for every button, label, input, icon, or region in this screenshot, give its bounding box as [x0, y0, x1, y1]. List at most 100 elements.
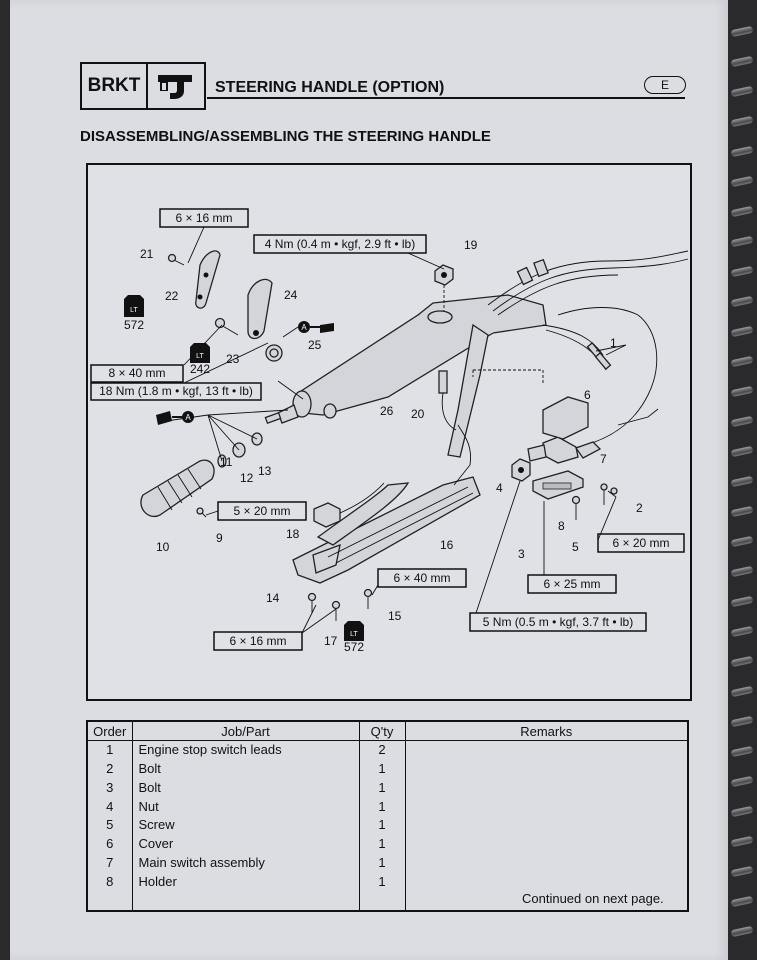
binding-coil — [730, 445, 754, 458]
bolt-23-part — [214, 317, 239, 336]
binding-coil — [730, 325, 754, 338]
holder-part — [532, 470, 584, 500]
svg-text:26: 26 — [380, 404, 394, 418]
svg-text:8 × 40 mm: 8 × 40 mm — [108, 366, 165, 380]
continued-note: Continued on next page. — [522, 891, 664, 906]
binding-coil — [730, 565, 754, 578]
spec-box-6x25: 6 × 25 mm — [527, 574, 617, 594]
bolt-21-part — [167, 253, 185, 266]
binding-coil — [730, 385, 754, 398]
binding-coil — [730, 115, 754, 128]
binding-coil — [730, 85, 754, 98]
svg-text:6: 6 — [584, 388, 591, 402]
svg-text:18 Nm (1.8 m • kgf, 13 ft • lb: 18 Nm (1.8 m • kgf, 13 ft • lb) — [99, 384, 253, 398]
binding-coil — [730, 835, 754, 848]
svg-text:5 × 20 mm: 5 × 20 mm — [233, 504, 290, 518]
spec-box-6x20: 6 × 20 mm — [597, 533, 685, 553]
svg-text:22: 22 — [165, 289, 179, 303]
svg-text:7: 7 — [600, 452, 607, 466]
svg-text:1: 1 — [610, 336, 617, 350]
svg-text:LT: LT — [130, 307, 138, 314]
svg-text:16: 16 — [440, 538, 454, 552]
spec-box-6x16-upper: 6 × 16 mm — [159, 208, 249, 228]
col-header-order: Order — [86, 720, 133, 741]
svg-text:17: 17 — [324, 634, 338, 648]
screw-9-part — [196, 507, 207, 518]
svg-text:3: 3 — [518, 547, 525, 561]
spec-box-torque-19: 4 Nm (0.4 m • kgf, 2.9 ft • lb) — [253, 234, 427, 254]
svg-text:23: 23 — [226, 352, 240, 366]
binding-coil — [730, 175, 754, 188]
binding-coil — [730, 715, 754, 728]
lead-20-part — [438, 370, 457, 431]
cover-part — [542, 396, 589, 440]
language-badge: E — [644, 76, 686, 94]
main-switch-assembly-part — [527, 436, 602, 464]
grease-applicator-icon-upper: A — [282, 321, 334, 338]
binding-coil — [730, 55, 754, 68]
svg-text:5 Nm (0.5 m • kgf, 3.7 ft • lb: 5 Nm (0.5 m • kgf, 3.7 ft • lb) — [483, 615, 633, 629]
svg-text:2: 2 — [636, 501, 643, 515]
svg-text:11: 11 — [220, 455, 233, 469]
binding-coil — [730, 625, 754, 638]
col-header-job: Job/Part — [131, 720, 360, 741]
svg-text:19: 19 — [464, 238, 478, 252]
svg-text:18: 18 — [286, 527, 300, 541]
svg-text:LT: LT — [196, 353, 204, 360]
binding-coil — [730, 775, 754, 788]
binding-coil — [730, 355, 754, 368]
binding-coil — [730, 25, 754, 38]
binding-coil — [730, 295, 754, 308]
svg-text:25: 25 — [308, 338, 322, 352]
svg-text:9: 9 — [216, 531, 223, 545]
nut-19-part — [434, 264, 454, 311]
binding-coil — [730, 865, 754, 878]
lever-24-part — [247, 278, 273, 340]
svg-text:A: A — [301, 323, 307, 332]
svg-text:4 Nm (0.4 m • kgf, 2.9 ft • lb: 4 Nm (0.4 m • kgf, 2.9 ft • lb) — [265, 237, 415, 251]
binding-coil — [730, 475, 754, 488]
svg-text:6 × 16 mm: 6 × 16 mm — [229, 634, 286, 648]
spec-box-6x40: 6 × 40 mm — [377, 568, 467, 588]
bolts-lower — [307, 588, 373, 621]
cap-25-part — [265, 344, 283, 362]
lever-22-part — [195, 250, 221, 309]
binding-coil — [730, 265, 754, 278]
svg-text:8: 8 — [558, 519, 565, 533]
table-row-blank — [86, 891, 689, 911]
binding-coil — [730, 535, 754, 548]
grease-applicator-icon-lower: A — [156, 411, 194, 425]
switch-part-18 — [313, 482, 385, 528]
binding-coil — [730, 925, 754, 938]
binding-coil — [730, 595, 754, 608]
svg-text:6 × 20 mm: 6 × 20 mm — [612, 536, 669, 550]
svg-text:6 × 16 mm: 6 × 16 mm — [175, 211, 232, 225]
page-title: STEERING HANDLE (OPTION) — [215, 79, 445, 96]
col-header-qty: Q'ty — [358, 720, 406, 741]
chapter-tab: BRKT — [80, 62, 206, 110]
svg-text:20: 20 — [411, 407, 425, 421]
spec-box-torque-3: 5 Nm (0.5 m • kgf, 3.7 ft • lb) — [469, 612, 647, 632]
chapter-code: BRKT — [82, 64, 148, 108]
nut-part — [511, 458, 531, 482]
spec-box-6x16-lower: 6 × 16 mm — [213, 631, 303, 651]
svg-text:6 × 40 mm: 6 × 40 mm — [393, 571, 450, 585]
spec-box-5x20: 5 × 20 mm — [217, 501, 307, 521]
spec-box-8x40: 8 × 40 mm — [90, 364, 184, 383]
grip-part — [140, 459, 215, 518]
spec-box-torque-23: 18 Nm (1.8 m • kgf, 13 ft • lb) — [90, 382, 262, 401]
spiral-binding — [727, 0, 757, 960]
bolts-right — [571, 483, 618, 520]
exploded-diagram: 6 × 16 mm 4 Nm (0.4 m • kgf, 2.9 ft • lb… — [86, 163, 692, 701]
col-header-remarks: Remarks — [404, 720, 689, 741]
cable-bundle — [487, 250, 689, 448]
svg-text:4: 4 — [496, 481, 503, 495]
locktite-icon-572-lower: LT 572 — [344, 621, 364, 654]
manual-page: BRKT STEERING HANDLE (OPTION) E DISASSEM… — [10, 0, 728, 960]
svg-text:21: 21 — [140, 247, 154, 261]
